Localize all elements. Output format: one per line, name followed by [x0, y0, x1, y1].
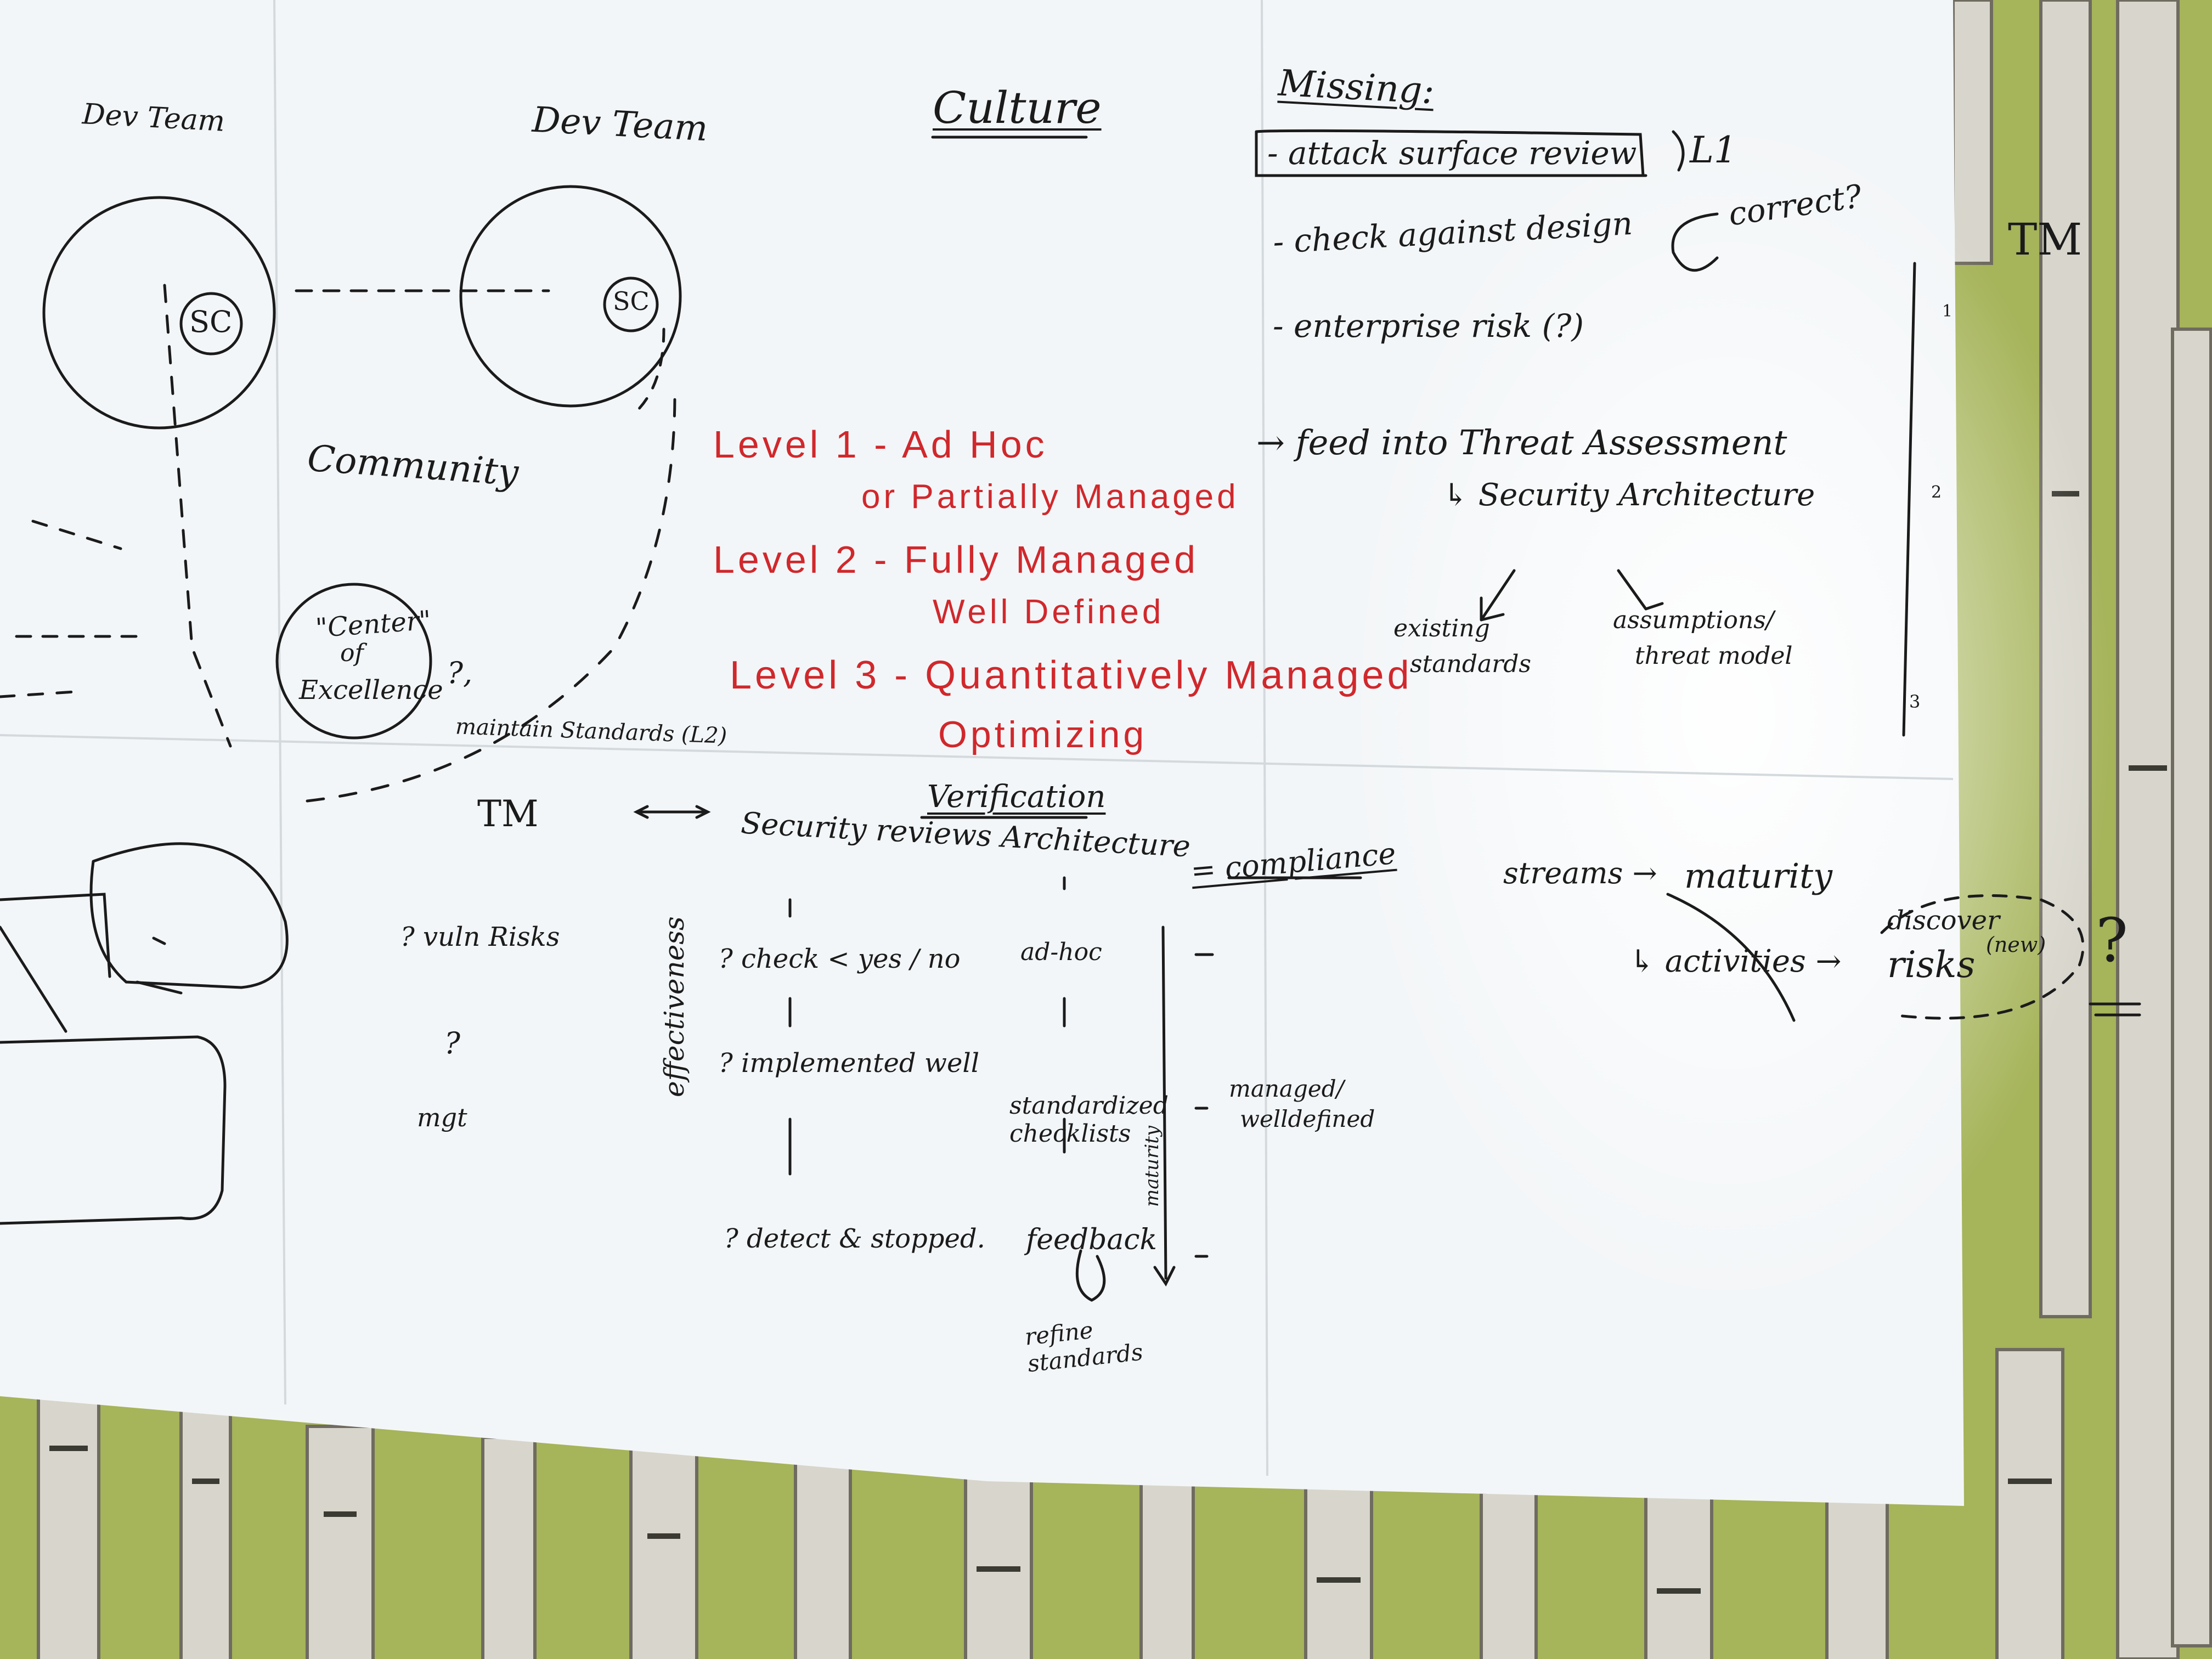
- l1-label: L1: [1690, 129, 1737, 171]
- standards-label: standards: [1410, 650, 1532, 678]
- implemented-label: ? implemented well: [719, 1048, 980, 1079]
- center-label-line3: Excellence: [299, 675, 443, 706]
- risks-label: risks: [1887, 944, 1976, 986]
- activities-label: ↳ activities →: [1629, 944, 1842, 979]
- sketch-face: [89, 842, 289, 989]
- security-architecture-label: ↳ Security Architecture: [1443, 477, 1815, 513]
- assumptions-label: assumptions/: [1613, 606, 1774, 634]
- missing-item-3: - enterprise risk (?): [1273, 307, 1584, 345]
- ad-hoc-label: ad-hoc: [1020, 938, 1102, 966]
- center-label-line2: of: [340, 639, 364, 667]
- maturity-label: maturity: [1684, 856, 1833, 896]
- missing-title: Missing:: [1277, 61, 1436, 112]
- vuln-risks-label: ? vuln Risks: [400, 922, 560, 952]
- culture-title: Culture: [933, 82, 1102, 133]
- existing-label: existing: [1393, 614, 1490, 642]
- verification-tm-label: TM: [477, 793, 539, 835]
- welldefined-label: welldefined: [1240, 1105, 1375, 1132]
- level-2-sub: Well Defined: [933, 593, 1165, 631]
- dashed-arc: [306, 393, 676, 803]
- question-mark: ?,: [447, 656, 473, 690]
- streams-label: streams →: [1503, 856, 1657, 890]
- feed-into-label: → feed into Threat Assessment: [1256, 422, 1787, 462]
- level-1-label: Level 1 - Ad Hoc: [713, 423, 1048, 466]
- verification-title: Verification: [927, 779, 1106, 815]
- sc-label-left: SC: [189, 304, 233, 339]
- tm-mark-2: 2: [1931, 483, 1942, 502]
- left-question: ?: [444, 1026, 460, 1060]
- detect-label: ? detect & stopped.: [724, 1223, 985, 1254]
- sc-label-right: SC: [613, 286, 650, 316]
- check-label: ? check < yes / no: [719, 944, 961, 974]
- level-3-sub: Optimizing: [938, 714, 1148, 755]
- new-label: (new): [1986, 933, 2046, 957]
- exclaim-question-mark: ?: [2096, 905, 2128, 975]
- center-of-excellence-circle: [275, 583, 432, 740]
- maturity-bracket: [1153, 926, 1176, 1286]
- tm-mark-1: 1: [1942, 302, 1953, 321]
- tm-scale-label: TM: [2008, 214, 2083, 265]
- tm-mark-3: 3: [1909, 691, 1921, 712]
- managed-label: managed/: [1229, 1075, 1344, 1102]
- dashed-drop: [163, 284, 232, 748]
- feedback-label: feedback: [1026, 1223, 1158, 1256]
- missing-item-1: - attack surface review: [1267, 134, 1637, 172]
- sketch-box: [0, 1035, 227, 1225]
- discover-label: discover: [1887, 905, 2000, 936]
- standardized-label: standardized checklists: [1009, 1092, 1169, 1148]
- effectiveness-label: effectiveness: [658, 916, 690, 1097]
- maturity-side-label: maturity: [1141, 1125, 1163, 1207]
- level-2-label: Level 2 - Fully Managed: [713, 538, 1199, 581]
- dev-team-circle-right: [459, 185, 682, 408]
- sc-circle-left: [179, 292, 243, 356]
- level-3-label: Level 3 - Quantitatively Managed: [730, 653, 1413, 697]
- level-1-sub: or Partially Managed: [861, 478, 1239, 516]
- threat-model-label: threat model: [1635, 642, 1793, 670]
- dev-team-circle-left: [42, 196, 276, 430]
- risks-dashed-oval: [1880, 894, 2085, 1020]
- mgt-label: mgt: [417, 1103, 467, 1132]
- sc-circle-right: [603, 276, 659, 332]
